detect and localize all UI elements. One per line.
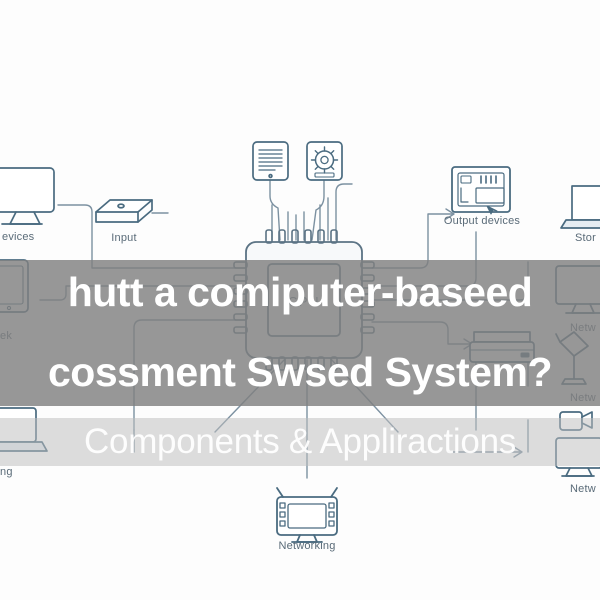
tv-icon [276, 487, 338, 543]
overlay-subtitle: Components & Appliractions [84, 422, 516, 461]
laptop-icon-right [560, 185, 600, 229]
label-input: Input [111, 232, 137, 244]
label-right-network-bottom: Netw [570, 483, 596, 495]
overlay-title-line-1: hutt a comiputer-baseed [67, 269, 533, 315]
title-banner-dark [0, 260, 600, 406]
server-icon [451, 166, 511, 215]
document-icon [252, 141, 289, 181]
title-banner-light [0, 418, 600, 466]
gear-chip-icon [306, 141, 343, 181]
label-input-devices: evices [2, 231, 35, 243]
overlay-title-line-2: cossment Swsed System? [48, 349, 552, 395]
scanner-icon [95, 199, 153, 223]
label-left-network-bottom: ng [0, 466, 13, 478]
monitor-icon-left [0, 167, 55, 225]
label-storage: Stor [575, 232, 596, 244]
label-output-devices: Output devices [443, 215, 521, 227]
label-networking-tv: Networking [278, 540, 336, 552]
